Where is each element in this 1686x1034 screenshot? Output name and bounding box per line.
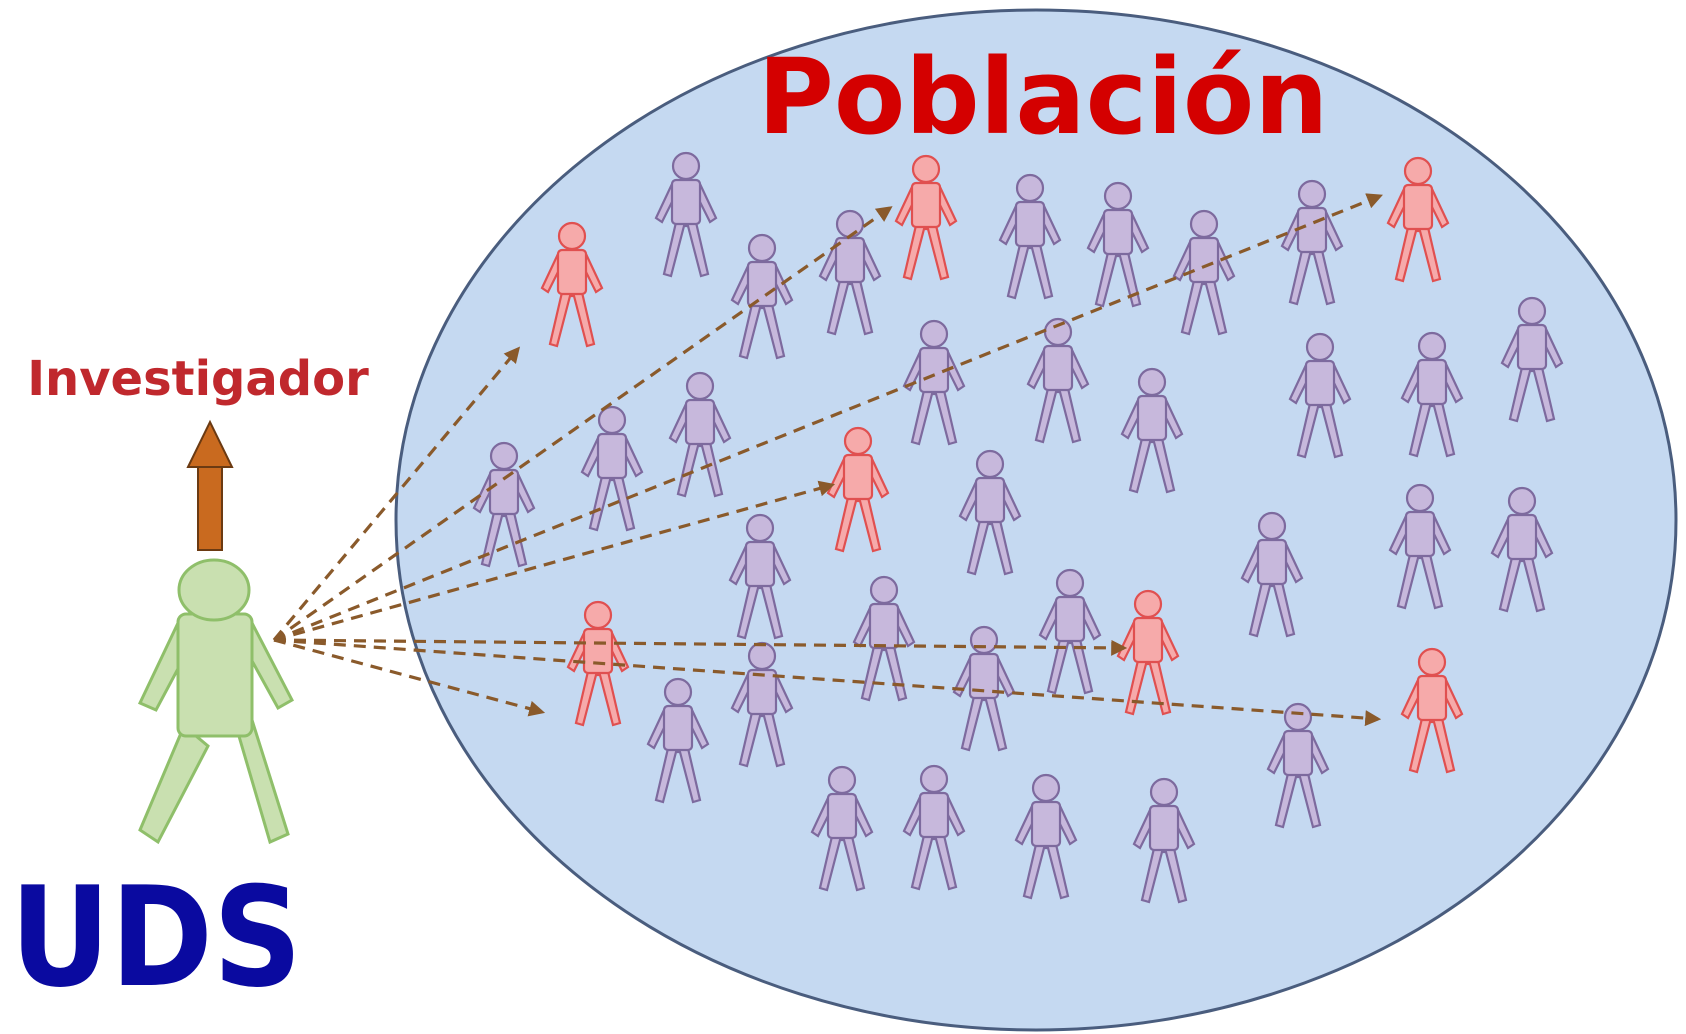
sampled-person <box>826 426 890 553</box>
population-person <box>958 449 1022 576</box>
population-person <box>810 765 874 892</box>
sampled-person <box>566 600 630 727</box>
population-person <box>472 441 536 568</box>
sampling-arrows <box>272 193 1383 727</box>
population-person <box>1490 486 1554 613</box>
sampled-person <box>1400 647 1464 774</box>
population-person <box>646 677 710 804</box>
sampling-arrow <box>273 638 1128 656</box>
researcher-figure <box>137 558 294 845</box>
population-person <box>1132 777 1196 904</box>
population-person <box>730 641 794 768</box>
population-person <box>1280 179 1344 306</box>
population-person <box>902 319 966 446</box>
sampling-arrow <box>273 206 893 642</box>
population-person <box>668 371 732 498</box>
population-person <box>654 151 718 278</box>
sampling-arrow <box>273 638 1382 727</box>
population-person <box>952 625 1016 752</box>
researcher-label: Investigador <box>27 351 369 407</box>
sampling-arrow <box>272 346 521 642</box>
population-person <box>728 513 792 640</box>
population-person <box>1120 367 1184 494</box>
population-person <box>902 764 966 891</box>
sampling-arrow <box>273 480 836 642</box>
population-person <box>1500 296 1564 423</box>
population-person <box>1014 773 1078 900</box>
population-people <box>472 151 1564 904</box>
population-person <box>998 173 1062 300</box>
population-person <box>1400 331 1464 458</box>
population-person <box>1240 511 1304 638</box>
population-title: Población <box>758 36 1329 158</box>
sampled-person <box>894 154 958 281</box>
population-ellipse <box>394 8 1678 1032</box>
population-person <box>1266 702 1330 829</box>
population-person <box>1038 568 1102 695</box>
population-person <box>1172 209 1236 336</box>
population-person <box>1288 332 1352 459</box>
population-person <box>1026 317 1090 444</box>
sampled-person <box>1116 589 1180 716</box>
population-person <box>1086 181 1150 308</box>
sampled-person <box>1386 156 1450 283</box>
population-person <box>580 405 644 532</box>
population-person <box>730 233 794 360</box>
uds-logo: UDS <box>10 857 302 1018</box>
sampling-arrow <box>273 638 546 717</box>
up-arrow <box>186 419 234 551</box>
population-person <box>1388 483 1452 610</box>
sampled-person <box>540 221 604 348</box>
